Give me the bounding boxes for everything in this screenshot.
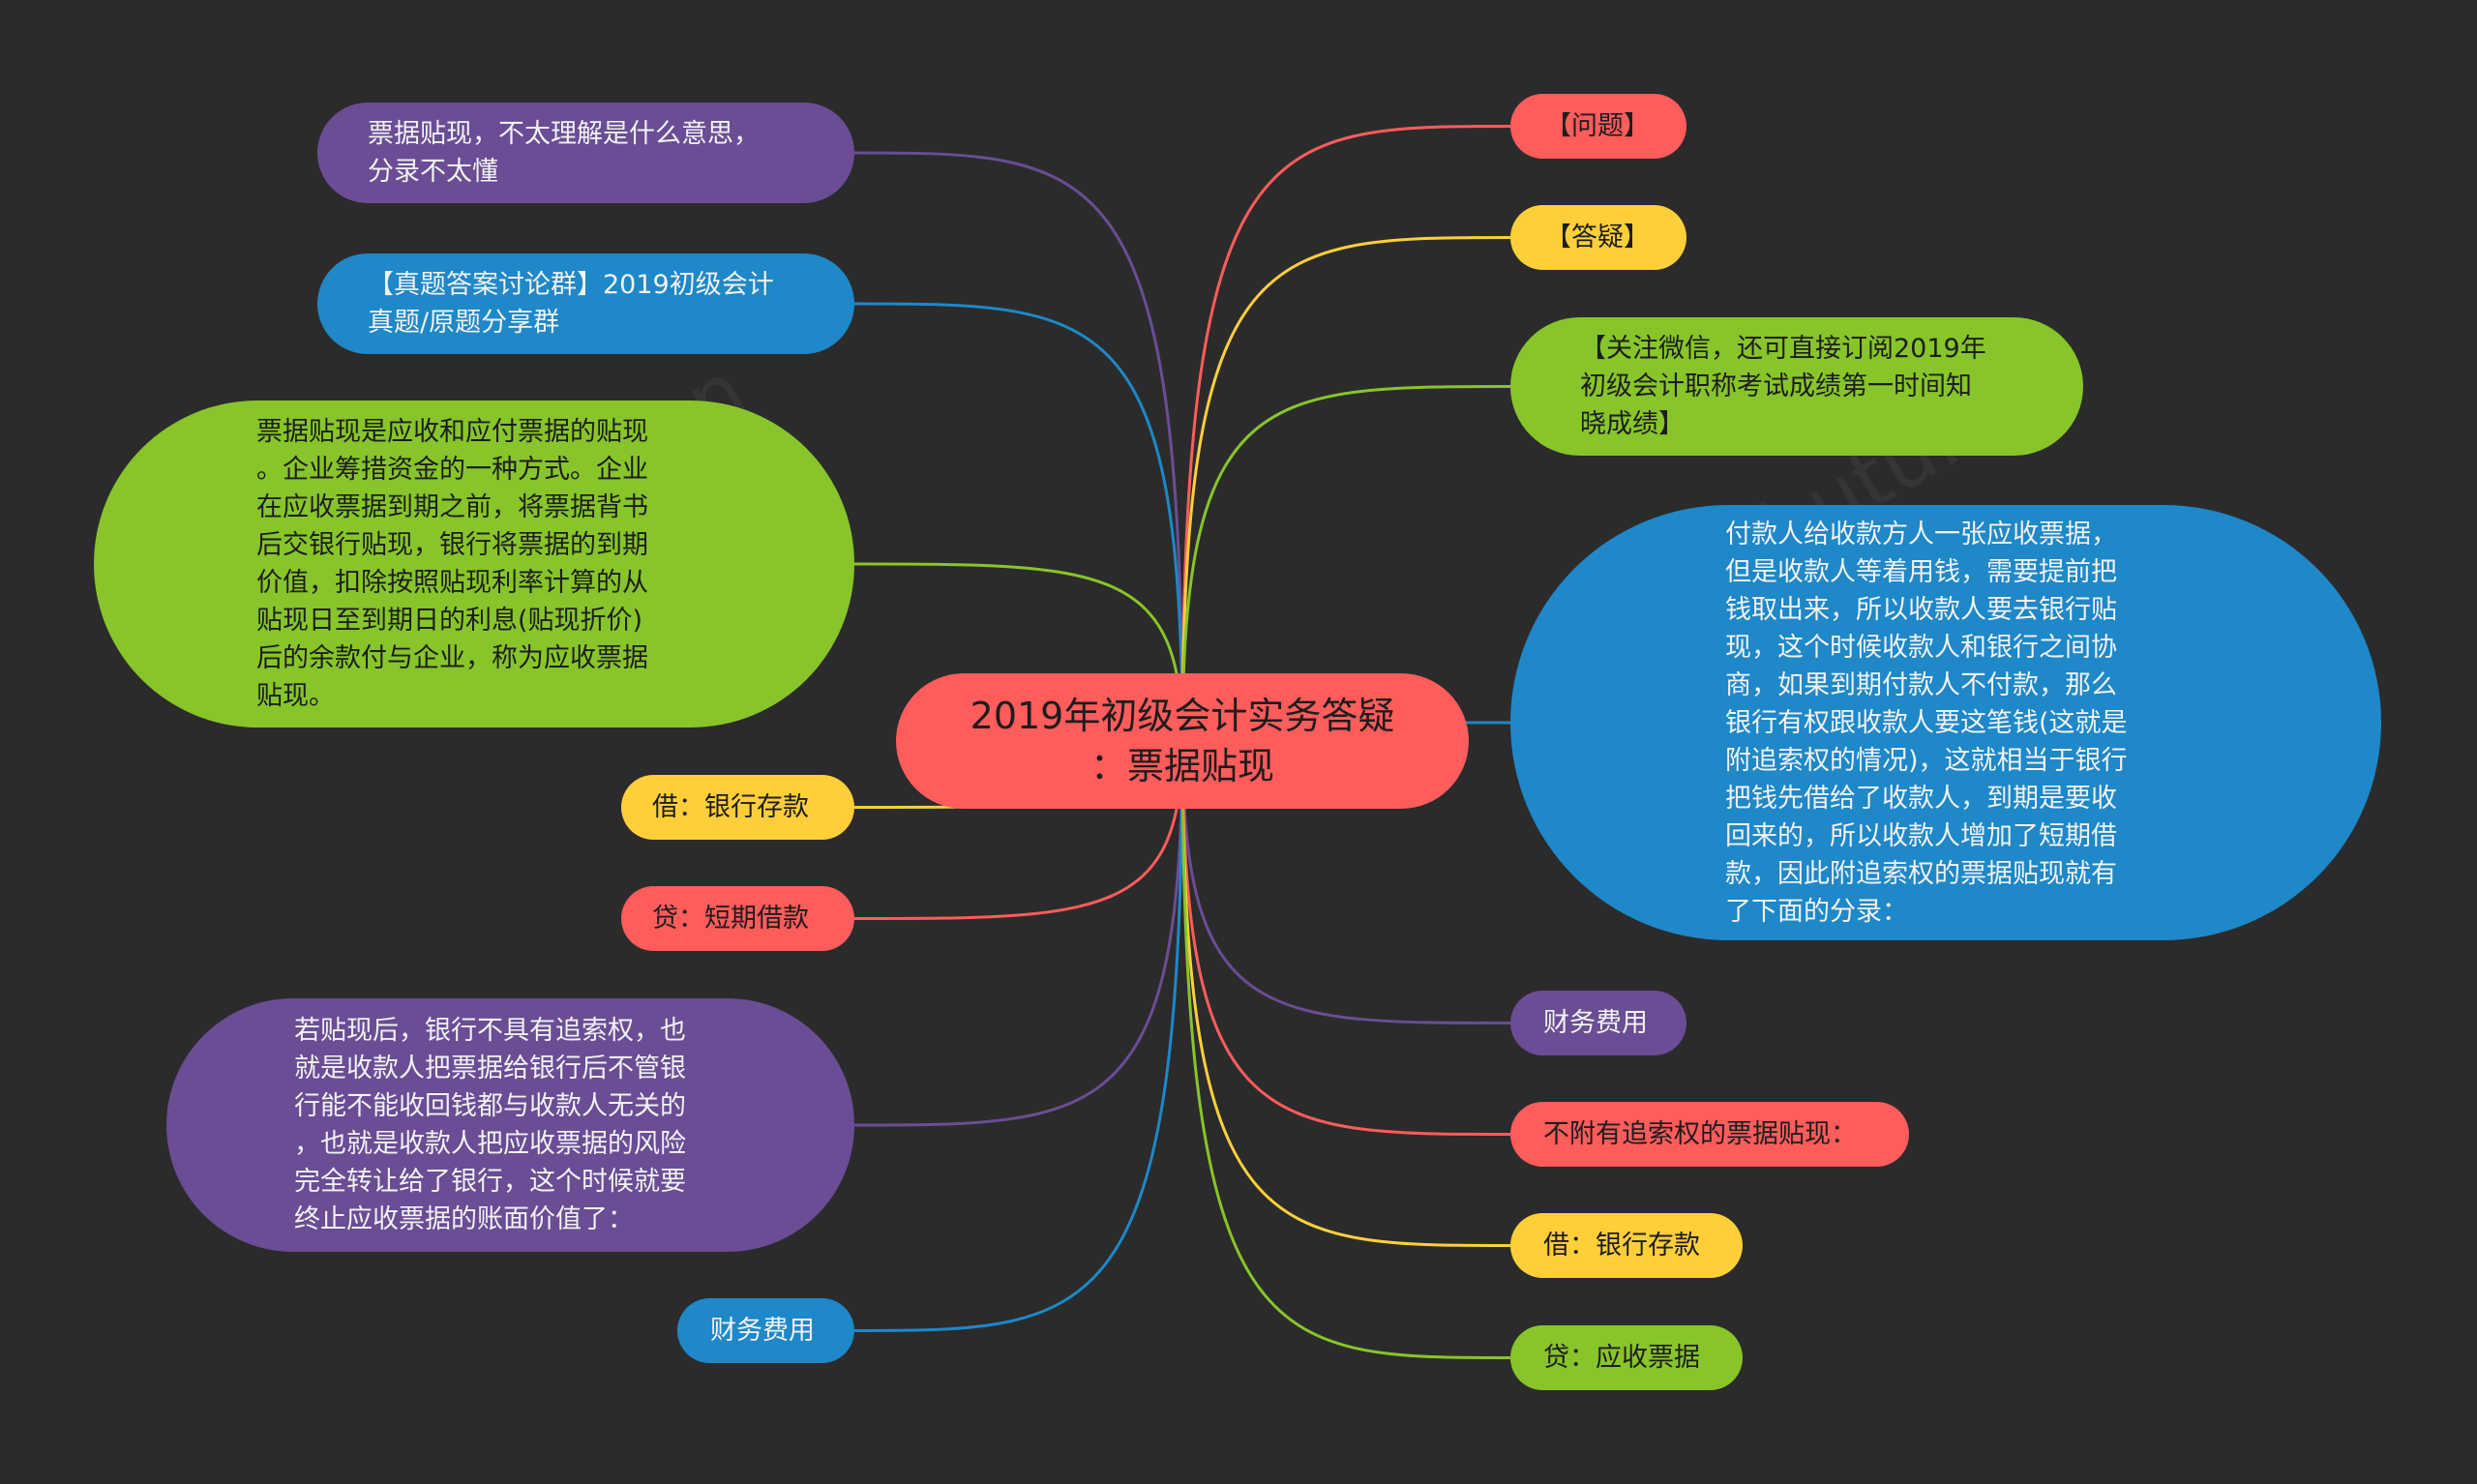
node-l2-label: 【真题答案讨论群】2019初级会计 真题/原题分享群 [368, 270, 774, 338]
node-l2[interactable]: 【真题答案讨论群】2019初级会计 真题/原题分享群 [317, 253, 854, 354]
edge-l2 [853, 302, 1184, 742]
node-r6[interactable]: 不附有追索权的票据贴现： [1510, 1102, 1909, 1167]
node-l6-label: 若贴现后，银行不具有追索权，也 就是收款人把票据给银行后不管银 行能不能收回钱都… [294, 1016, 686, 1234]
edge-l1 [853, 151, 1184, 742]
node-r8[interactable]: 贷：应收票据 [1510, 1325, 1743, 1390]
center-topic[interactable]: 2019年初级会计实务答疑 ：票据贴现 [896, 673, 1469, 809]
edge-r5 [1180, 740, 1511, 1024]
node-r8-label: 贷：应收票据 [1543, 1343, 1700, 1373]
node-l3-label: 票据贴现是应收和应付票据的贴现 。企业筹措资金的一种方式。企业 在应收票据到期之… [256, 417, 648, 711]
node-l7-label: 财务费用 [710, 1316, 815, 1346]
node-l5-label: 贷：短期借款 [652, 904, 809, 934]
node-r4[interactable]: 付款人给收款方人一张应收票据， 但是收款人等着用钱，需要提前把 钱取出来，所以收… [1510, 505, 2381, 940]
edge-r8 [1180, 740, 1511, 1359]
node-l5[interactable]: 贷：短期借款 [621, 886, 854, 951]
node-l6[interactable]: 若贴现后，银行不具有追索权，也 就是收款人把票据给银行后不管银 行能不能收回钱都… [166, 998, 854, 1252]
edge-r6 [1180, 740, 1511, 1136]
node-l7[interactable]: 财务费用 [677, 1298, 854, 1363]
node-r4-label: 付款人给收款方人一张应收票据， 但是收款人等着用钱，需要提前把 钱取出来，所以收… [1725, 519, 2128, 927]
node-r1[interactable]: 【问题】 [1510, 94, 1686, 159]
edge-r3 [1180, 385, 1511, 742]
edge-r1 [1180, 125, 1511, 742]
node-l4[interactable]: 借：银行存款 [621, 775, 854, 840]
node-l4-label: 借：银行存款 [652, 792, 809, 822]
node-r1-label: 【问题】 [1545, 111, 1650, 141]
node-r2[interactable]: 【答疑】 [1510, 205, 1686, 270]
node-r5-label: 财务费用 [1543, 1008, 1648, 1038]
node-r2-label: 【答疑】 [1545, 223, 1650, 252]
edge-r2 [1180, 236, 1511, 742]
edge-l7 [853, 740, 1184, 1332]
node-r7-label: 借：银行存款 [1543, 1231, 1700, 1261]
node-l1[interactable]: 票据贴现，不太理解是什么意思， 分录不太懂 [317, 103, 854, 203]
edge-r7 [1180, 740, 1511, 1247]
node-r7[interactable]: 借：银行存款 [1510, 1213, 1743, 1278]
node-l1-label: 票据贴现，不太理解是什么意思， 分录不太懂 [368, 119, 760, 187]
node-r5[interactable]: 财务费用 [1510, 991, 1686, 1055]
node-r6-label: 不附有追索权的票据贴现： [1543, 1119, 1857, 1149]
center-topic-label: 2019年初级会计实务答疑 ：票据贴现 [970, 695, 1395, 787]
node-r3-label: 【关注微信，还可直接订阅2019年 初级会计职称考试成绩第一时间知 晓成绩】 [1580, 334, 1986, 439]
node-l3[interactable]: 票据贴现是应收和应付票据的贴现 。企业筹措资金的一种方式。企业 在应收票据到期之… [94, 401, 854, 727]
node-r3[interactable]: 【关注微信，还可直接订阅2019年 初级会计职称考试成绩第一时间知 晓成绩】 [1510, 317, 2083, 456]
edge-l6 [853, 740, 1184, 1127]
